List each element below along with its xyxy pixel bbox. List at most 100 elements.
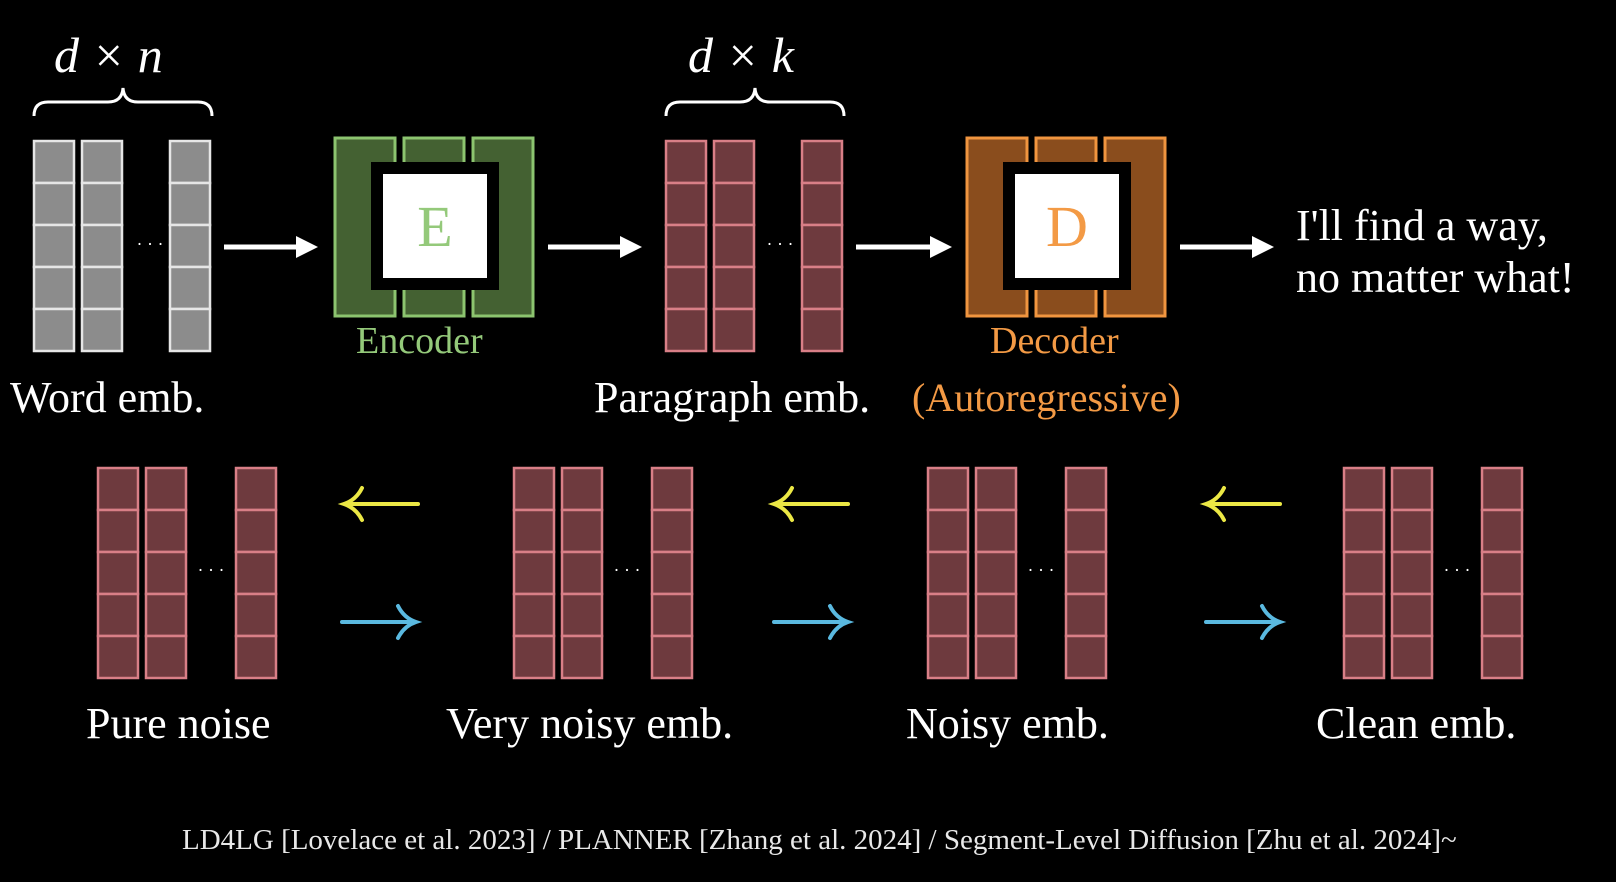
embedding-cell: [926, 592, 970, 638]
embedding-cell: [234, 466, 278, 512]
embedding-cell: [144, 634, 188, 680]
embedding-cell: [80, 223, 124, 269]
embedding-cell: [234, 634, 278, 680]
embedding-cell: [234, 550, 278, 596]
stage-ellipsis: · · ·: [198, 560, 225, 580]
embedding-cell: [32, 139, 76, 185]
embedding-cell: [650, 508, 694, 554]
embedding-cell: [800, 307, 844, 353]
embedding-cell: [650, 634, 694, 680]
diffusion-stages: [96, 466, 1524, 680]
embedding-cell: [144, 508, 188, 554]
embedding-cell: [1064, 634, 1108, 680]
encoder-label: Encoder: [356, 320, 483, 362]
stage-label-pure-noise: Pure noise: [86, 699, 271, 748]
embedding-cell: [80, 139, 124, 185]
stage-label-noisy: Noisy emb.: [906, 699, 1109, 748]
embedding-cell: [32, 265, 76, 311]
word-embedding-column: [80, 139, 124, 353]
diffusion-embedding-column: [560, 466, 604, 680]
right-arrow-icon: [340, 604, 423, 640]
embedding-cell: [926, 466, 970, 512]
word-ellipsis: · · ·: [137, 234, 164, 254]
embedding-cell: [560, 508, 604, 554]
para-dims-label: d × k: [688, 27, 794, 83]
embedding-cell: [96, 466, 140, 512]
embedding-cell: [560, 634, 604, 680]
right-arrow-icon: [772, 604, 855, 640]
embedding-cell: [926, 550, 970, 596]
embedding-cell: [144, 592, 188, 638]
embedding-cell: [168, 265, 212, 311]
embedding-cell: [1064, 592, 1108, 638]
word-dims-brace: [32, 87, 214, 117]
embedding-cell: [974, 550, 1018, 596]
embedding-cell: [512, 466, 556, 512]
paragraph-embedding-column: [664, 139, 708, 353]
output-text-line-2: no matter what!: [1296, 253, 1575, 302]
encoder-letter: E: [417, 194, 452, 259]
embedding-cell: [974, 508, 1018, 554]
left-arrow-icon: [337, 486, 420, 522]
decoder-core: [1015, 174, 1119, 278]
embedding-cell: [168, 307, 212, 353]
word-emb-label: Word emb.: [10, 373, 205, 422]
autoregressive-note: (Autoregressive): [912, 375, 1181, 420]
embedding-cell: [512, 634, 556, 680]
embedding-cell: [974, 634, 1018, 680]
encoder-block: E: [333, 136, 535, 318]
embedding-cell: [800, 139, 844, 185]
output-text-line-1: I'll find a way,: [1296, 201, 1548, 250]
embedding-cell: [1342, 634, 1386, 680]
embedding-cell: [234, 508, 278, 554]
embedding-cell: [1390, 508, 1434, 554]
embedding-cell: [650, 466, 694, 512]
diffusion-embedding-column: [974, 466, 1018, 680]
embedding-cell: [712, 181, 756, 227]
embedding-cell: [32, 223, 76, 269]
right-arrow-icon-head: [620, 236, 642, 258]
embedding-cell: [664, 139, 708, 185]
embedding-cell: [144, 550, 188, 596]
stage-ellipsis: · · ·: [1444, 560, 1471, 580]
embedding-cell: [80, 265, 124, 311]
embedding-cell: [560, 550, 604, 596]
stage-ellipsis: · · ·: [1028, 560, 1055, 580]
stage-label-very-noisy: Very noisy emb.: [446, 699, 734, 748]
paragraph-embedding-column: [712, 139, 756, 353]
citation-footer: LD4LG [Lovelace et al. 2023] / PLANNER […: [182, 824, 1457, 856]
diffusion-embedding-column: [96, 466, 140, 680]
embedding-cell: [664, 223, 708, 269]
embedding-cell: [1480, 550, 1524, 596]
embedding-cell: [512, 592, 556, 638]
diffusion-embedding-column: [234, 466, 278, 680]
embedding-cell: [1480, 466, 1524, 512]
diffusion-embedding-column: [1390, 466, 1434, 680]
embedding-cell: [144, 466, 188, 512]
embedding-cell: [1480, 634, 1524, 680]
embedding-cell: [664, 181, 708, 227]
embedding-cell: [560, 466, 604, 512]
embedding-cell: [664, 307, 708, 353]
embedding-cell: [96, 508, 140, 554]
embedding-cell: [1064, 550, 1108, 596]
embedding-cell: [712, 223, 756, 269]
encoder-core: [383, 174, 487, 278]
embedding-cell: [560, 592, 604, 638]
diffusion-embedding-column: [1342, 466, 1386, 680]
embedding-cell: [1342, 508, 1386, 554]
left-arrow-icon: [767, 486, 850, 522]
embedding-cell: [96, 592, 140, 638]
embedding-cell: [96, 634, 140, 680]
left-arrow-icon: [1199, 486, 1282, 522]
embedding-cell: [712, 265, 756, 311]
decoder-label: Decoder: [990, 320, 1119, 362]
paragraph-embedding-column: [800, 139, 844, 353]
embedding-cell: [974, 592, 1018, 638]
diffusion-embedding-column: [144, 466, 188, 680]
embedding-cell: [800, 223, 844, 269]
decoder-letter: D: [1046, 194, 1088, 259]
embedding-cell: [1342, 466, 1386, 512]
embedding-cell: [1390, 592, 1434, 638]
